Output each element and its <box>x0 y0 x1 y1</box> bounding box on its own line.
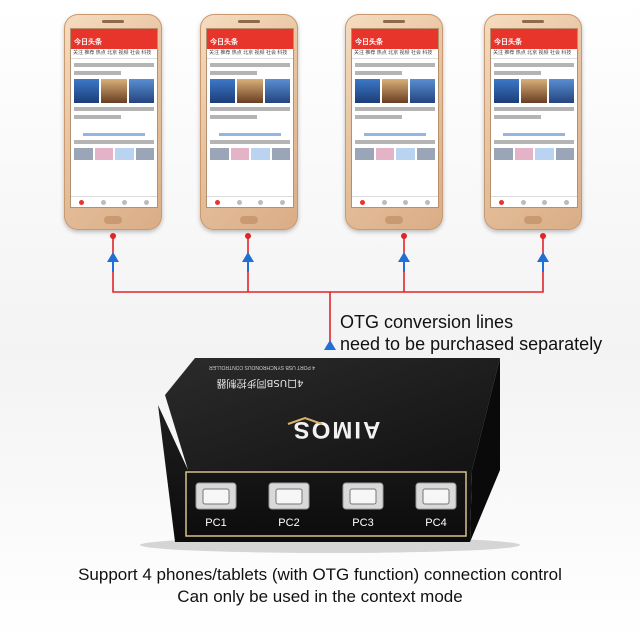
caption-line-1: Support 4 phones/tablets (with OTG funct… <box>78 565 562 584</box>
brand-logo: AIMOS <box>292 416 381 443</box>
up-arrow-icon <box>398 252 410 262</box>
screen-app-name: 今日头条 <box>207 37 293 49</box>
otg-note: OTG conversion lines need to be purchase… <box>340 311 602 355</box>
port-label-pc3: PC3 <box>352 517 373 529</box>
port-panel <box>185 471 467 537</box>
screen-app-name: 今日头条 <box>491 37 577 49</box>
blue-arrows <box>107 252 549 350</box>
up-arrow-icon <box>107 252 119 262</box>
device-top-sublabel: 4 PORT USB SYNCHRONOUS CONTROLLER <box>209 364 315 370</box>
phone-speaker <box>522 20 544 23</box>
phone-1: 今日头条 关注 推荐 热点 北京 视频 社会 科技 <box>64 14 162 230</box>
phone-4: 今日头条 关注 推荐 热点 北京 视频 社会 科技 <box>484 14 582 230</box>
screen-tabs: 关注 推荐 热点 北京 视频 社会 科技 <box>352 49 438 59</box>
usb-port-4 <box>415 482 457 510</box>
up-arrow-icon <box>537 252 549 262</box>
phone-speaker <box>238 20 260 23</box>
screen-app-name: 今日头条 <box>352 37 438 49</box>
up-arrow-icon <box>242 252 254 262</box>
endpoint-dot <box>401 233 407 239</box>
phone-speaker <box>102 20 124 23</box>
phone-2: 今日头条 关注 推荐 热点 北京 视频 社会 科技 <box>200 14 298 230</box>
phone-3: 今日头条 关注 推荐 热点 北京 视频 社会 科技 <box>345 14 443 230</box>
screen-tabs: 关注 推荐 热点 北京 视频 社会 科技 <box>71 49 157 59</box>
screen-tabs: 关注 推荐 热点 北京 视频 社会 科技 <box>491 49 577 59</box>
phone-home-button <box>104 216 122 224</box>
phone-screen: 今日头条 关注 推荐 热点 北京 视频 社会 科技 <box>70 28 158 208</box>
screen-tabs: 关注 推荐 热点 北京 视频 社会 科技 <box>207 49 293 59</box>
top-sublabel-group: 4 PORT USB SYNCHRONOUS CONTROLLER <box>209 364 315 370</box>
usb-port-3 <box>342 482 384 510</box>
port-label-pc4: PC4 <box>425 517 446 529</box>
port-label-pc1: PC1 <box>205 517 226 529</box>
phone-speaker <box>383 20 405 23</box>
device-top-face <box>165 358 500 470</box>
otg-note-line-2: need to be purchased separately <box>340 334 603 354</box>
endpoint-dot <box>540 233 546 239</box>
wire-endpoints <box>110 233 546 239</box>
otg-note-line-1: OTG conversion lines <box>340 312 514 332</box>
phone-screen: 今日头条 关注 推荐 热点 北京 视频 社会 科技 <box>206 28 294 208</box>
top-label-group: 4口USB同步控制器 <box>217 377 304 390</box>
endpoint-dot <box>245 233 251 239</box>
device-front-face <box>158 405 472 542</box>
blue-arrow-stems <box>112 262 544 272</box>
phone-screen: 今日头条 关注 推荐 热点 北京 视频 社会 科技 <box>351 28 439 208</box>
up-arrow-icon <box>324 340 336 350</box>
device-top-label: 4口USB同步控制器 <box>217 377 304 390</box>
port-label-pc2: PC2 <box>278 517 299 529</box>
usb-port-2 <box>268 482 310 510</box>
phone-screen: 今日头条 关注 推荐 热点 北京 视频 社会 科技 <box>490 28 578 208</box>
phone-home-button <box>240 216 258 224</box>
phone-home-button <box>524 216 542 224</box>
phone-home-button <box>385 216 403 224</box>
brand-accent <box>287 416 323 425</box>
usb-port-1 <box>195 482 237 510</box>
brand-group: AIMOS <box>292 416 381 443</box>
device-side-face <box>470 358 500 542</box>
screen-app-name: 今日头条 <box>71 37 157 49</box>
endpoint-dot <box>110 233 116 239</box>
caption-line-2: Can only be used in the context mode <box>177 587 463 606</box>
